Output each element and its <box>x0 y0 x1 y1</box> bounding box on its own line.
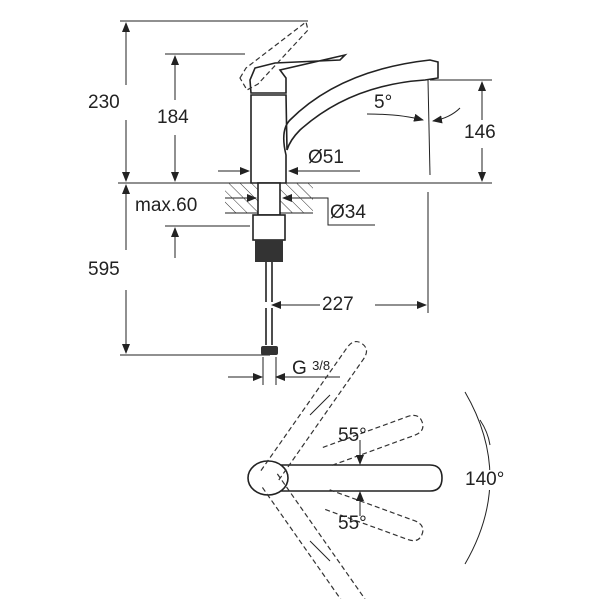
dim-swing-right: 55° <box>338 513 367 534</box>
faucet-side-view <box>239 20 439 355</box>
dim-swing-total: 140° <box>465 469 505 490</box>
dim-lever-height: 184 <box>157 107 189 128</box>
dim-base-diameter: Ø51 <box>308 147 344 168</box>
dim-total-height: 230 <box>88 92 120 113</box>
faucet-top-view <box>247 340 491 599</box>
connection-main: G <box>292 358 307 379</box>
dim-spout-reach: 227 <box>322 294 354 315</box>
deck-hatch-right <box>280 183 313 213</box>
deck-hatch-left <box>225 183 258 213</box>
dim-max-deck: max.60 <box>135 195 198 216</box>
dim-swing-left: 55° <box>338 425 367 446</box>
dim-spout-height: 146 <box>464 122 496 143</box>
connection-fraction: 3/8 <box>312 358 331 373</box>
dim-spout-angle: 5° <box>374 92 393 113</box>
dim-connection: G 3/8 <box>292 356 330 379</box>
dim-hole-diameter: Ø34 <box>330 202 366 223</box>
dim-hose-length: 595 <box>88 259 120 280</box>
